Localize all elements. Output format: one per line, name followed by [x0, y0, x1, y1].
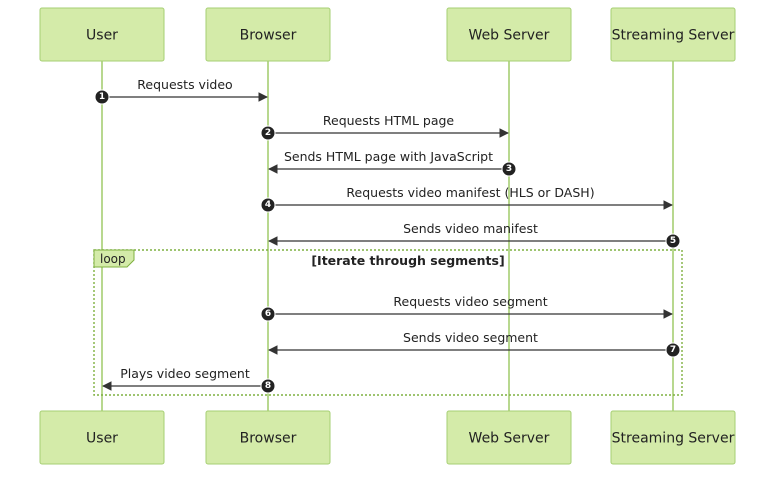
message-label: Sends HTML page with JavaScript	[284, 149, 493, 164]
actor-user-top: User	[39, 7, 165, 62]
loop-keyword: loop	[100, 252, 126, 266]
actor-box	[205, 410, 331, 465]
actor-label: Web Server	[469, 28, 550, 44]
actor-box	[610, 410, 736, 465]
message-label: Requests video	[137, 77, 232, 92]
sequence-number-badge: 1	[94, 89, 110, 105]
actor-box	[446, 410, 572, 465]
loop-frame	[93, 249, 683, 396]
sequence-number-badge: 4	[260, 197, 276, 213]
actor-box	[446, 7, 572, 62]
message-3: Sends HTML page with JavaScript 3	[268, 149, 517, 177]
sequence-number-dot	[260, 378, 276, 394]
sequence-number-dot	[501, 161, 517, 177]
sequence-number: 6	[265, 309, 271, 319]
actor-label: Streaming Server	[612, 28, 735, 44]
sequence-number: 5	[670, 236, 676, 246]
sequence-number-badge: 8	[260, 378, 276, 394]
actor-label: User	[86, 431, 118, 447]
sequence-number: 3	[506, 164, 512, 174]
sequence-number: 2	[265, 128, 271, 138]
actor-box	[610, 7, 736, 62]
sequence-number-badge: 5	[665, 233, 681, 249]
actor-browser-bottom: Browser	[205, 410, 331, 465]
sequence-number: 1	[99, 92, 105, 102]
message-label: Requests video manifest (HLS or DASH)	[346, 185, 594, 200]
sequence-number-badge: 7	[665, 342, 681, 358]
actor-label: User	[86, 28, 118, 44]
actor-label: Browser	[240, 28, 297, 44]
message-label: Sends video segment	[403, 330, 538, 345]
sequence-number-badge: 6	[260, 306, 276, 322]
loop-tab	[93, 249, 135, 268]
loop-condition: [Iterate through segments]	[311, 253, 504, 268]
message-6: Requests video segment 6	[260, 294, 673, 322]
actor-box	[39, 410, 165, 465]
sequence-number-badge: 3	[501, 161, 517, 177]
message-8: Plays video segment 8	[102, 366, 276, 394]
message-label: Sends video manifest	[403, 221, 538, 236]
actor-label: Streaming Server	[612, 431, 735, 447]
actor-browser-top: Browser	[205, 7, 331, 62]
sequence-number: 7	[670, 345, 676, 355]
actor-user-bottom: User	[39, 410, 165, 465]
sequence-number-dot	[94, 89, 110, 105]
message-2: Requests HTML page 2	[260, 113, 509, 141]
actor-box	[205, 7, 331, 62]
sequence-number-dot	[665, 233, 681, 249]
message-1: Requests video 1	[94, 77, 268, 105]
sequence-number: 4	[265, 200, 271, 210]
actor-web-top: Web Server	[446, 7, 572, 62]
actor-box	[39, 7, 165, 62]
actor-label: Browser	[240, 431, 297, 447]
actor-web-bottom: Web Server	[446, 410, 572, 465]
message-label: Requests video segment	[393, 294, 547, 309]
actor-stream-bottom: Streaming Server	[610, 410, 736, 465]
sequence-number-dot	[260, 197, 276, 213]
sequence-number-dot	[260, 125, 276, 141]
message-7: Sends video segment 7	[268, 330, 681, 358]
actor-stream-top: Streaming Server	[610, 7, 736, 62]
sequence-number-badge: 2	[260, 125, 276, 141]
sequence-number: 8	[265, 381, 271, 391]
sequence-number-dot	[260, 306, 276, 322]
actor-label: Web Server	[469, 431, 550, 447]
message-4: Requests video manifest (HLS or DASH) 4	[260, 185, 673, 213]
message-5: Sends video manifest 5	[268, 221, 681, 249]
message-label: Requests HTML page	[323, 113, 455, 128]
sequence-number-dot	[665, 342, 681, 358]
message-label: Plays video segment	[120, 366, 250, 381]
